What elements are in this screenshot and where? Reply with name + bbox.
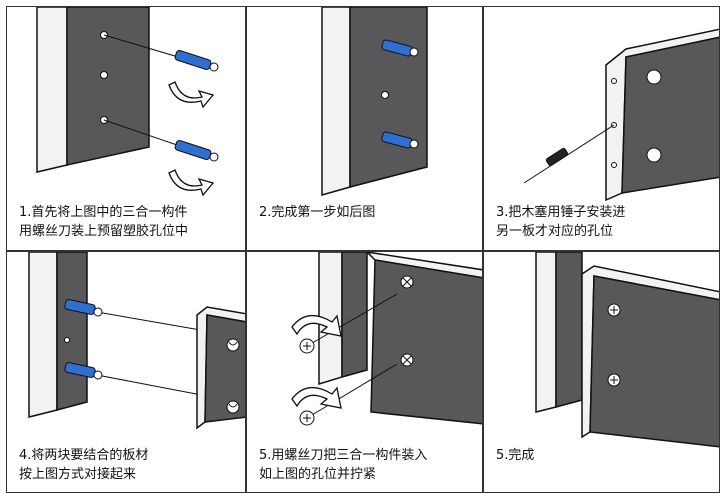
rotate-arrow-icon (291, 314, 342, 337)
step-2-illustration (321, 7, 428, 196)
step-4-illustration (28, 252, 245, 430)
step-5-panel: 5.用螺丝刀把三合一构件装入 如上图的孔位并拧紧 (246, 251, 483, 493)
step-1-panel: 1.首先将上图中的三合一构件 用螺丝刀装上预留塑胶孔位中 (6, 6, 246, 251)
step-6-illustration (535, 252, 719, 448)
rotate-arrow-icon (291, 386, 342, 409)
cam-bolt-icon (174, 49, 219, 72)
cam-bolt-icon (64, 299, 103, 317)
step-6-panel: 5.完成 (483, 251, 720, 493)
step-6-caption: 5.完成 (496, 448, 535, 463)
cam-bolt-icon (381, 39, 419, 57)
step-2-caption: 2.完成第一步如后图 (259, 205, 376, 220)
step-3-illustration (523, 28, 719, 202)
cam-bolt-icon (64, 362, 103, 380)
rotate-arrow-icon (168, 169, 215, 197)
step-4-panel: 4.将两块要结合的板材 按上图方式对接起来 (6, 251, 246, 493)
step-5-illustration (291, 252, 482, 426)
step-3-caption: 3.把木塞用锤子安装进 另一板才对应的孔位 (496, 205, 626, 239)
step-1-caption: 1.首先将上图中的三合一构件 用螺丝刀装上预留塑胶孔位中 (19, 205, 189, 239)
cam-bolt-icon (381, 131, 419, 149)
instruction-grid: 1.首先将上图中的三合一构件 用螺丝刀装上预留塑胶孔位中 2.完成第一步如后图 (6, 6, 720, 493)
cam-bolt-icon (174, 139, 219, 162)
step-2-panel: 2.完成第一步如后图 (246, 6, 483, 251)
step-5-caption: 5.用螺丝刀把三合一构件装入 如上图的孔位并拧紧 (259, 448, 428, 482)
wooden-dowel-icon (545, 147, 569, 167)
step-1-illustration (36, 7, 219, 197)
step-3-panel: 3.把木塞用锤子安装进 另一板才对应的孔位 (483, 6, 720, 251)
rotate-arrow-icon (168, 81, 215, 109)
step-4-caption: 4.将两块要结合的板材 按上图方式对接起来 (19, 448, 149, 482)
